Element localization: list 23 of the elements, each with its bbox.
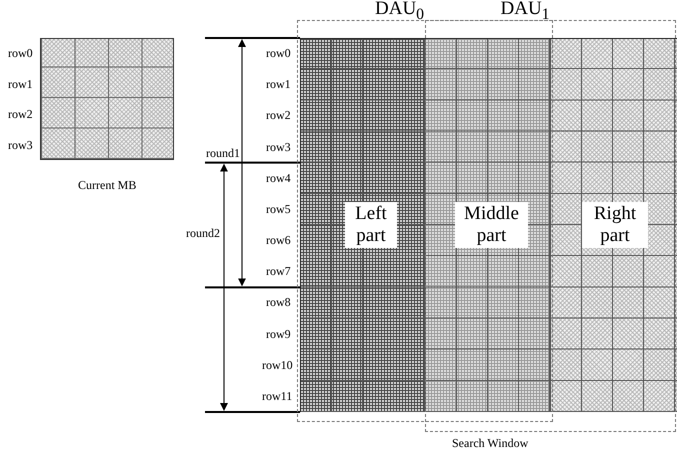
part-label: Left part bbox=[345, 202, 397, 248]
row-label: row0 bbox=[266, 46, 291, 61]
row-label: row9 bbox=[266, 326, 291, 342]
row-label: row5 bbox=[266, 202, 291, 217]
region-label: DAU$_{0}$ bbox=[375, 0, 424, 24]
row-label: row3 bbox=[266, 140, 291, 154]
row-label: row1 bbox=[8, 76, 33, 92]
part-label: Right part bbox=[582, 202, 648, 248]
row-label: row7 bbox=[266, 264, 291, 280]
caption: Search Window bbox=[452, 436, 528, 451]
row-label: row3 bbox=[8, 138, 33, 152]
row-label: row6 bbox=[266, 233, 291, 248]
part-label: Middle part bbox=[455, 202, 528, 248]
row-label: row1 bbox=[266, 77, 291, 92]
grid-label: Current MB bbox=[78, 178, 136, 193]
row-label: row2 bbox=[266, 108, 291, 124]
row-label: row11 bbox=[262, 388, 292, 404]
row-label: row2 bbox=[8, 107, 33, 122]
region-label: DAU$_{1}$ bbox=[500, 0, 550, 24]
row-label: row10 bbox=[262, 358, 293, 373]
row-label: row0 bbox=[8, 46, 33, 61]
row-label: row4 bbox=[266, 170, 291, 186]
row-label: row8 bbox=[266, 295, 291, 310]
